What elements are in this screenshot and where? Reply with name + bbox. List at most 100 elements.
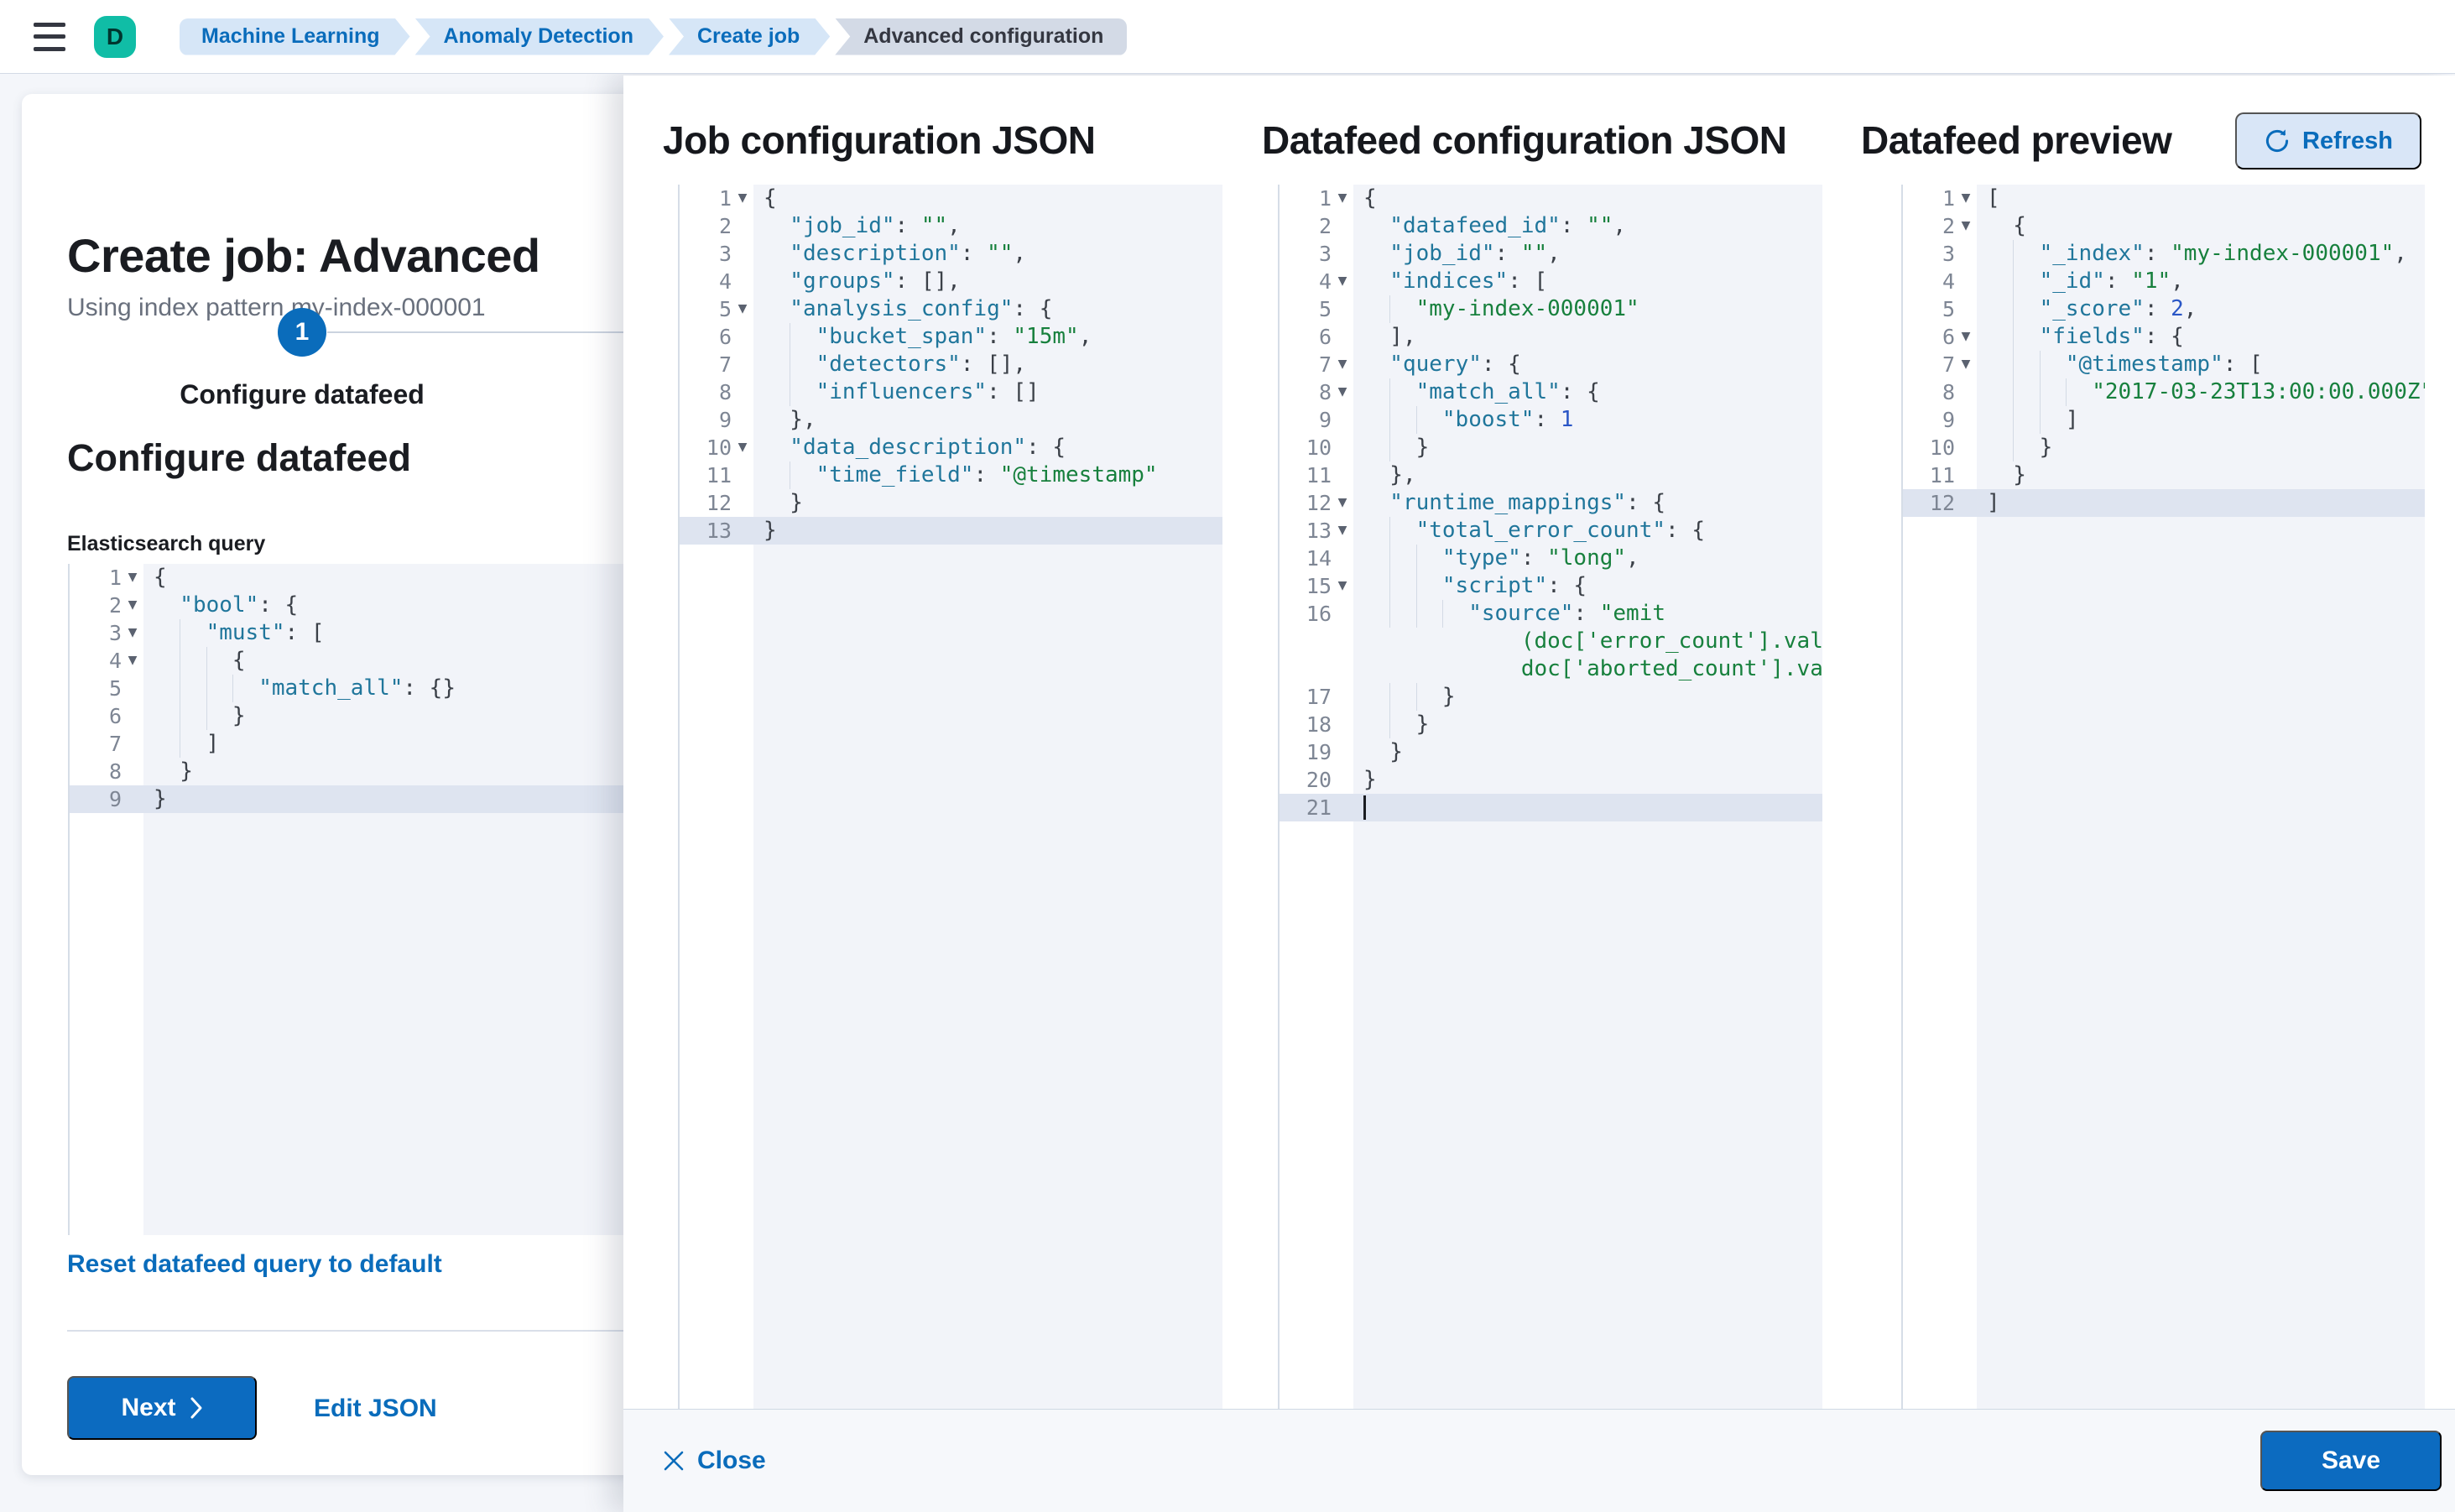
elasticsearch-query-editor[interactable]: 1▼{2▼"bool": {3▼"must": [4▼{5"match_all"…: [68, 564, 680, 1235]
fold-toggle-icon[interactable]: ▼: [738, 441, 748, 454]
create-job-panel: Create job: Advanced Using index pattern…: [22, 94, 680, 1475]
line-number: 9: [108, 787, 122, 811]
line-number: 21: [1306, 795, 1332, 820]
indent-guide: [2013, 323, 2039, 351]
next-button[interactable]: Next: [67, 1376, 257, 1440]
datafeed-config-json-title: Datafeed configuration JSON: [1262, 118, 1787, 162]
line-number: 11: [1306, 463, 1332, 487]
code-line: 13}: [680, 517, 1222, 545]
indent-guide: [1389, 517, 1415, 545]
fold-toggle-icon[interactable]: ▼: [738, 302, 748, 315]
indent-guide: [1415, 572, 1442, 600]
breadcrumb-item[interactable]: Create job: [669, 18, 830, 55]
line-number: 13: [706, 519, 732, 543]
code-line: 6"bucket_span": "15m",: [680, 323, 1222, 351]
code-line: 10}: [1903, 434, 2425, 461]
code-line: 9}: [70, 785, 680, 813]
code-line: 1▼[: [1903, 185, 2425, 212]
code-line: 5"match_all": {}: [70, 675, 680, 702]
fold-toggle-icon[interactable]: ▼: [1337, 357, 1347, 371]
line-number: 1: [108, 566, 122, 590]
reset-datafeed-query-link[interactable]: Reset datafeed query to default: [67, 1250, 442, 1278]
indent-guide: [206, 675, 232, 702]
indent-guide: [2065, 378, 2092, 406]
code-line: 5▼"analysis_config": {: [680, 295, 1222, 323]
edit-json-link[interactable]: Edit JSON: [314, 1395, 437, 1422]
close-button[interactable]: Close: [663, 1447, 766, 1475]
indent-guide: [790, 461, 816, 489]
line-number: 6: [718, 325, 732, 349]
wizard-step-1-indicator[interactable]: 1: [278, 308, 326, 357]
code-line: 19}: [1280, 738, 1822, 766]
fold-toggle-icon[interactable]: ▼: [1337, 524, 1347, 537]
flyout-footer: Close Save: [623, 1409, 2455, 1512]
line-number: 2: [1318, 214, 1332, 238]
code-line: 1▼{: [70, 564, 680, 592]
line-number: 8: [718, 380, 732, 404]
code-line: 2"datafeed_id": "",: [1280, 212, 1822, 240]
menu-icon[interactable]: [34, 22, 65, 51]
job-config-json-editor[interactable]: 1▼{2"job_id": "",3"description": "",4"gr…: [678, 185, 1222, 1409]
editor-empty-area: [1903, 517, 2425, 1409]
code-line: 12▼"runtime_mappings": {: [1280, 489, 1822, 517]
datafeed-preview-editor[interactable]: 1▼[2▼{3"_index": "my-index-000001",4"_id…: [1901, 185, 2425, 1409]
indent-guide: [206, 647, 232, 675]
line-number: 3: [718, 242, 732, 266]
fold-toggle-icon[interactable]: ▼: [1337, 191, 1347, 205]
fold-toggle-icon[interactable]: ▼: [1337, 385, 1347, 399]
line-number: 11: [706, 463, 732, 487]
code-line-wrap: (doc['error_count'].value +: [1280, 628, 1822, 655]
indent-guide: [1415, 545, 1442, 572]
breadcrumb-item[interactable]: Anomaly Detection: [415, 18, 664, 55]
indent-guide: [2039, 406, 2066, 434]
fold-toggle-icon[interactable]: ▼: [128, 598, 138, 612]
fold-toggle-icon[interactable]: ▼: [1961, 330, 1971, 343]
line-number: 6: [108, 704, 122, 728]
code-line: 2▼"bool": {: [70, 592, 680, 619]
code-line: 2▼{: [1903, 212, 2425, 240]
page-title: Create job: Advanced: [67, 229, 540, 282]
wizard-step-1-label: Configure datafeed: [180, 379, 425, 409]
fold-toggle-icon[interactable]: ▼: [128, 571, 138, 584]
line-number: 6: [1942, 325, 1955, 349]
code-line: 10}: [1280, 434, 1822, 461]
refresh-button-label: Refresh: [2302, 127, 2393, 154]
refresh-icon: [2264, 128, 2291, 154]
fold-toggle-icon[interactable]: ▼: [738, 191, 748, 205]
code-line: 21: [1280, 794, 1822, 821]
indent-guide: [1441, 600, 1468, 628]
code-line: 7▼"@timestamp": [: [1903, 351, 2425, 378]
indent-guide: [1389, 378, 1415, 406]
indent-guide: [2013, 240, 2039, 268]
line-number: 9: [718, 408, 732, 432]
fold-toggle-icon[interactable]: ▼: [1337, 274, 1347, 288]
fold-toggle-icon[interactable]: ▼: [1961, 219, 1971, 232]
line-number: 2: [108, 593, 122, 618]
fold-toggle-icon[interactable]: ▼: [128, 654, 138, 667]
datafeed-config-json-editor[interactable]: 1▼{2"datafeed_id": "",3"job_id": "",4▼"i…: [1278, 185, 1822, 1409]
fold-toggle-icon[interactable]: ▼: [1337, 496, 1347, 509]
fold-toggle-icon[interactable]: ▼: [1961, 357, 1971, 371]
code-line: 11},: [1280, 461, 1822, 489]
line-number: 1: [1318, 186, 1332, 211]
line-number: 16: [1306, 602, 1332, 626]
avatar[interactable]: D: [94, 15, 136, 58]
line-number: 1: [1942, 186, 1955, 211]
save-button[interactable]: Save: [2260, 1431, 2442, 1491]
code-line: 8"influencers": []: [680, 378, 1222, 406]
indent-guide: [1389, 572, 1415, 600]
indent-guide: [1389, 406, 1415, 434]
breadcrumb-item[interactable]: Machine Learning: [180, 18, 410, 55]
code-line: 20}: [1280, 766, 1822, 794]
code-line: 5"_score": 2,: [1903, 295, 2425, 323]
close-icon: [663, 1450, 685, 1472]
refresh-button[interactable]: Refresh: [2235, 112, 2421, 169]
fold-toggle-icon[interactable]: ▼: [1337, 579, 1347, 592]
fold-toggle-icon[interactable]: ▼: [1961, 191, 1971, 205]
code-line: 4"groups": [],: [680, 268, 1222, 295]
fold-toggle-icon[interactable]: ▼: [128, 626, 138, 639]
code-line: 16"source": "emit: [1280, 600, 1822, 628]
code-line: 4"_id": "1",: [1903, 268, 2425, 295]
code-line: 11"time_field": "@timestamp": [680, 461, 1222, 489]
